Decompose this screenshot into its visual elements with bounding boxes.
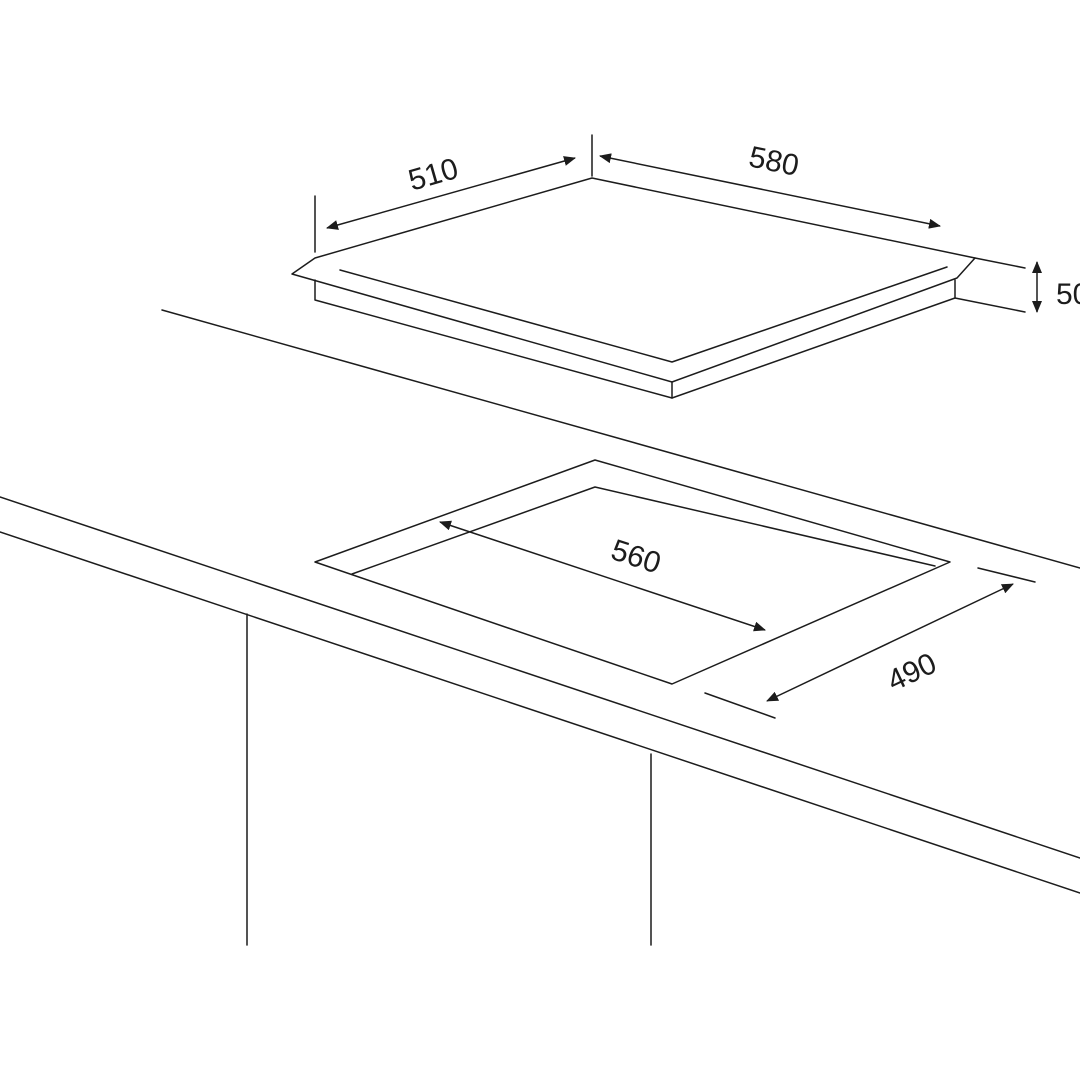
ext-line-height-top: [974, 257, 1026, 269]
dimension-580: 580: [599, 141, 941, 229]
hob-extension-lines: [314, 134, 1026, 313]
dim-arrow-580: [599, 153, 941, 229]
ext-line-height-bottom: [954, 297, 1026, 313]
worktop-back-edge: [161, 309, 1080, 569]
dim-arrow-510: [326, 156, 576, 230]
dim-label-510: 510: [405, 152, 462, 198]
dim-label-580: 580: [746, 141, 802, 183]
dimension-50: 50: [1032, 261, 1080, 313]
dim-label-490: 490: [882, 647, 941, 698]
cutout: [314, 459, 951, 685]
cutout-inner-edge: [351, 486, 936, 575]
cabinet: [246, 613, 652, 946]
worktop-front-bottom-edge: [0, 531, 1080, 894]
ext-line-490-back: [977, 567, 1036, 583]
ext-line-490-front: [704, 692, 776, 719]
worktop-front-top-edge: [0, 496, 1080, 859]
worktop: [0, 309, 1080, 894]
hob: [291, 177, 976, 399]
cutout-outer-edge: [314, 459, 951, 685]
dim-arrow-560: [439, 520, 766, 632]
dim-label-50: 50: [1056, 278, 1080, 311]
cutout-extension-lines: [704, 567, 1036, 719]
dimension-560: 560: [439, 520, 766, 632]
dimension-490: 490: [766, 583, 1014, 702]
hob-inner-edge: [339, 266, 948, 363]
hob-top-outline: [291, 177, 976, 383]
dimension-510: 510: [326, 152, 576, 230]
dim-arrow-490: [766, 583, 1014, 702]
dim-label-560: 560: [607, 534, 665, 581]
